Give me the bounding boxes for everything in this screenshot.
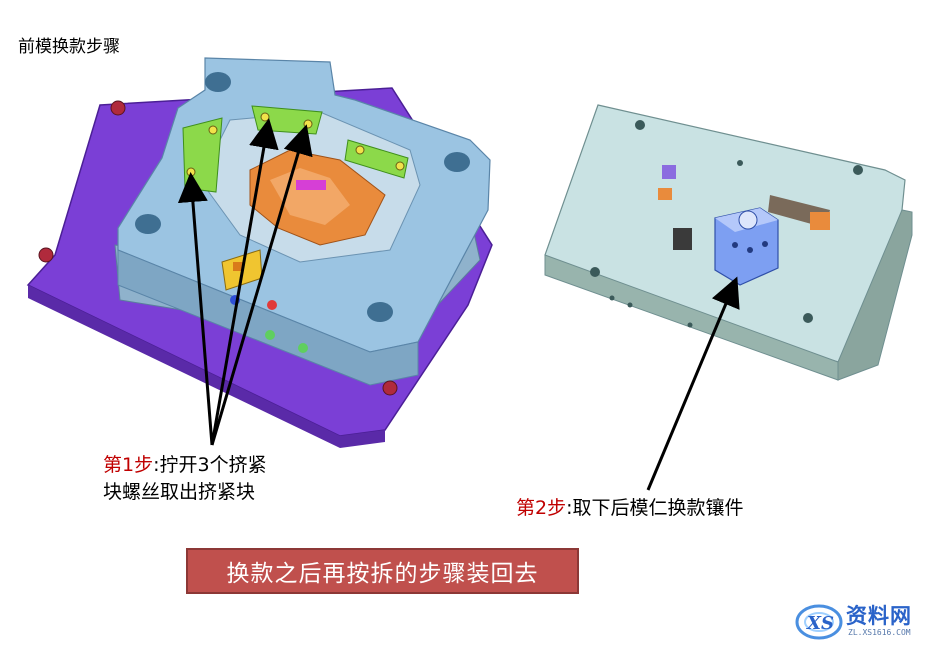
dark-insert	[673, 228, 692, 250]
arrow-to-clamp-right	[210, 124, 313, 446]
step2-prefix: 第2步	[516, 497, 567, 519]
base-screw	[382, 380, 398, 396]
step1-line1: :拧开3个挤紧	[153, 454, 267, 476]
screw	[208, 125, 218, 135]
change-insert-hole	[762, 241, 768, 247]
arrow-to-change-insert	[646, 276, 740, 491]
connector	[265, 330, 275, 340]
side-hole	[627, 302, 633, 308]
side-hole	[609, 295, 615, 301]
reassembly-banner: 换款之后再按拆的步骤装回去	[186, 548, 579, 594]
change-insert-hole	[732, 242, 738, 248]
arrow-to-clamp-left	[177, 172, 214, 446]
step1-line2: 块螺丝取出挤紧块	[103, 481, 256, 503]
site-logo-icon: XS	[795, 604, 843, 640]
change-insert-screw	[738, 210, 758, 230]
small-insert	[658, 188, 672, 200]
logo-mark: XS	[806, 613, 834, 634]
plate-side-face	[837, 209, 913, 381]
corner-hole	[205, 72, 231, 92]
screw	[186, 167, 196, 177]
arrow-to-clamp-top	[210, 118, 279, 446]
logo-url: ZL.XS1616.COM	[848, 628, 911, 637]
screw	[395, 161, 405, 171]
front-mold-assembly	[26, 57, 493, 448]
plate-hole	[803, 313, 813, 323]
step1-prefix: 第1步	[103, 454, 154, 476]
logo-name: 资料网	[846, 604, 912, 628]
change-insert-hole	[747, 247, 753, 253]
mold-front-face	[117, 249, 419, 386]
base-screw	[38, 247, 54, 263]
screw	[260, 112, 270, 122]
base-screw	[110, 100, 126, 116]
plate-hole	[590, 267, 600, 277]
step2-text: :取下后模仁换款镶件	[566, 497, 744, 519]
side-hole	[687, 322, 693, 328]
screw	[355, 145, 365, 155]
slider-detail	[233, 262, 243, 271]
connector	[267, 300, 277, 310]
page-title: 前模换款步骤	[18, 37, 120, 57]
small-insert	[662, 165, 676, 179]
screw	[303, 119, 313, 129]
step1-label: 第1步:拧开3个挤紧 块螺丝取出挤紧块	[103, 452, 267, 506]
plate-hole-small	[737, 160, 743, 166]
step2-label: 第2步:取下后模仁换款镶件	[516, 495, 744, 522]
back-mold-plate	[544, 104, 913, 381]
insert-detail	[296, 180, 326, 190]
corner-hole	[444, 152, 470, 172]
corner-hole	[135, 214, 161, 234]
small-insert	[810, 212, 830, 230]
corner-hole	[367, 302, 393, 322]
plate-hole	[635, 120, 645, 130]
connector	[298, 343, 308, 353]
plate-hole	[853, 165, 863, 175]
